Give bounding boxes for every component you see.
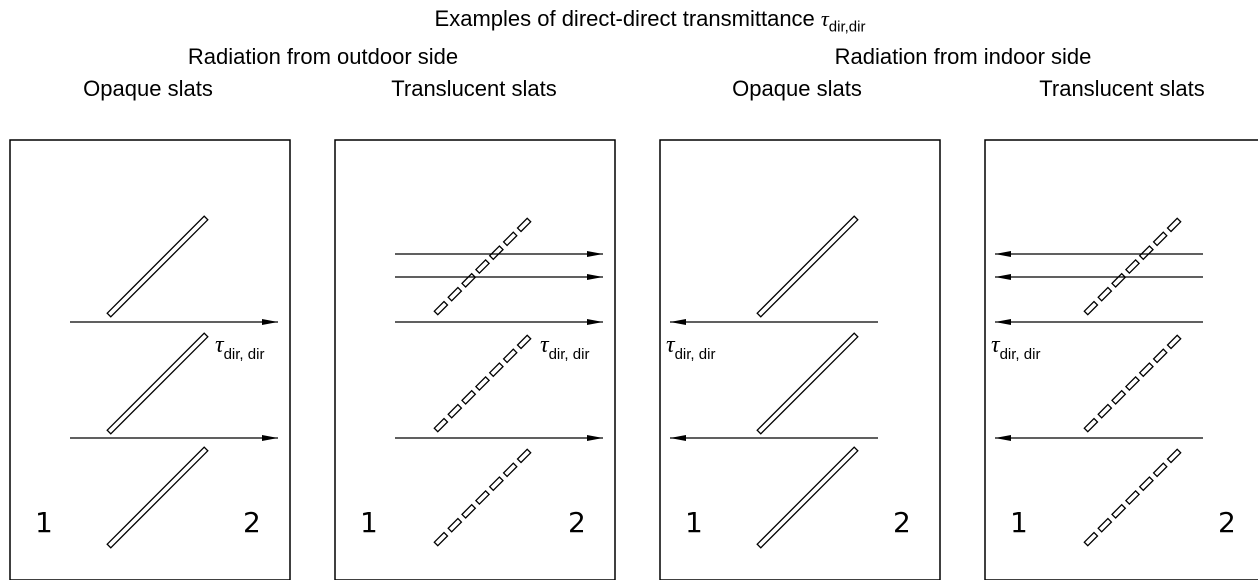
group-heading-indoor: Radiation from indoor side — [834, 44, 1092, 69]
tau-subscript: dir, dir — [675, 346, 716, 363]
translucent-slat-segment — [1166, 448, 1182, 464]
title-tau-subscript: dir,dir — [828, 18, 866, 36]
panel-heading: Opaque slats — [732, 76, 862, 101]
tau-label: τdir, dir — [991, 332, 1040, 363]
side-label-1: 1 — [1010, 506, 1028, 539]
translucent-slat-segment — [516, 217, 532, 233]
opaque-slat — [106, 215, 209, 318]
translucent-slat-segment — [1124, 375, 1141, 392]
tau-subscript: dir, dir — [1000, 346, 1041, 363]
translucent-slat-segment — [447, 403, 463, 419]
translucent-slat-segment — [433, 531, 449, 547]
tau-symbol: τ — [540, 332, 550, 358]
side-label-2: 2 — [568, 506, 586, 539]
translucent-slat-segment — [461, 503, 477, 519]
side-label-2: 2 — [893, 506, 911, 539]
translucent-slat-segment — [433, 300, 449, 316]
opaque-slat — [756, 446, 859, 549]
side-label-2: 2 — [243, 506, 261, 539]
panel-heading: Translucent slats — [1039, 76, 1205, 101]
translucent-slat-segment — [1111, 503, 1127, 519]
translucent-slat-segment — [1083, 417, 1099, 433]
tau-subscript: dir, dir — [224, 346, 265, 363]
translucent-slat-segment — [488, 362, 504, 378]
title-text: Examples of direct-direct transmittance — [434, 6, 821, 31]
translucent-slat-segment — [1083, 531, 1099, 547]
translucent-slat-segment — [516, 334, 532, 350]
tau-symbol: τ — [215, 332, 225, 358]
translucent-slat-segment — [1166, 217, 1182, 233]
page-title: Examples of direct-direct transmittance … — [434, 6, 866, 36]
tau-label: τdir, dir — [540, 332, 589, 363]
translucent-slat-segment — [502, 462, 518, 478]
panel-3: τdir, dir 1 2 — [659, 139, 941, 580]
tau-subscript: dir, dir — [549, 346, 590, 363]
translucent-slat-segment — [1111, 389, 1127, 405]
translucent-slat-segment — [1138, 362, 1154, 378]
tau-label: τdir, dir — [666, 332, 715, 363]
tau-symbol: τ — [991, 332, 1001, 358]
translucent-slat-segment — [1152, 231, 1168, 247]
opaque-slat — [106, 446, 209, 549]
translucent-slat-segment — [1124, 258, 1141, 275]
translucent-slat-segment — [502, 231, 518, 247]
translucent-slat-segment — [1097, 286, 1113, 302]
side-label-1: 1 — [35, 506, 53, 539]
side-label-2: 2 — [1218, 506, 1236, 539]
translucent-slat-segment — [1138, 245, 1154, 261]
tau-label: τdir, dir — [215, 332, 264, 363]
translucent-slat-segment — [516, 448, 532, 464]
panel-2: τdir, dir 1 2 — [334, 139, 616, 580]
translucent-slat-segment — [1097, 517, 1113, 533]
group-heading-outdoor: Radiation from outdoor side — [187, 44, 459, 69]
translucent-slat-segment — [474, 489, 491, 506]
panel-4: τdir, dir 1 2 — [984, 139, 1258, 580]
side-label-1: 1 — [360, 506, 378, 539]
panel-heading: Translucent slats — [391, 76, 557, 101]
translucent-slat-segment — [474, 258, 491, 275]
translucent-slat-segment — [1083, 300, 1099, 316]
translucent-slat-segment — [1124, 489, 1141, 506]
translucent-slat-segment — [502, 348, 518, 364]
translucent-slat-segment — [461, 389, 477, 405]
opaque-slat — [106, 332, 209, 435]
translucent-slat-segment — [433, 417, 449, 433]
translucent-slat-segment — [488, 245, 504, 261]
translucent-slat-segment — [447, 517, 463, 533]
opaque-slat — [756, 215, 859, 318]
translucent-slat-segment — [1152, 348, 1168, 364]
translucent-slat-segment — [1152, 462, 1168, 478]
side-label-1: 1 — [685, 506, 703, 539]
panel-1: τdir, dir 1 2 — [9, 139, 291, 580]
panel-heading: Opaque slats — [83, 76, 213, 101]
translucent-slat-segment — [1166, 334, 1182, 350]
translucent-slat-segment — [488, 476, 504, 492]
opaque-slat — [756, 332, 859, 435]
title-tau: τ — [820, 6, 829, 31]
translucent-slat-segment — [1097, 403, 1113, 419]
translucent-slat-segment — [474, 375, 491, 392]
panel-frame — [334, 139, 616, 580]
translucent-slat-segment — [1138, 476, 1154, 492]
tau-symbol: τ — [666, 332, 676, 358]
translucent-slat-segment — [447, 286, 463, 302]
